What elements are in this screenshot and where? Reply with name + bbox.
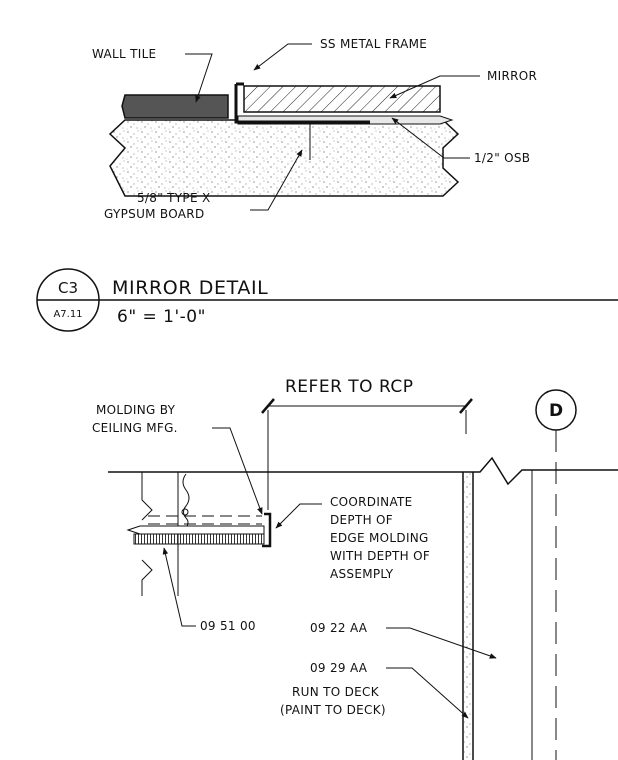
mirror-detail-section: WALL TILE SS METAL FRAME MIRROR 1/2" OSB… <box>92 37 537 221</box>
label-run-line1: RUN TO DECK <box>292 685 380 699</box>
ss-metal-frame <box>234 84 370 124</box>
sheet-number: A7.11 <box>53 309 82 320</box>
label-coordinate-line4: WITH DEPTH OF <box>330 549 430 563</box>
dim-tick-right <box>459 398 473 414</box>
label-run-line2: (PAINT TO DECK) <box>280 703 386 717</box>
label-osb: 1/2" OSB <box>474 151 530 165</box>
label-09-29-aa: 09 29 AA <box>310 661 368 675</box>
coordinate-leader <box>275 503 322 529</box>
label-wall-tile: WALL TILE <box>92 47 156 61</box>
grid-label: D <box>549 401 563 421</box>
label-09-51-00: 09 51 00 <box>200 619 256 633</box>
dim-tick-left <box>261 398 275 414</box>
ref-09-29-aa-leader <box>386 667 469 719</box>
wall-board <box>464 472 472 760</box>
label-coordinate-line3: EDGE MOLDING <box>330 531 429 545</box>
label-gypsum-line2: GYPSUM BOARD <box>104 207 204 221</box>
hanger-wire <box>182 473 190 529</box>
mirror-glass <box>243 85 441 113</box>
molding-leader <box>212 427 263 515</box>
ref-09-22-aa-leader <box>386 627 497 659</box>
label-coordinate-line1: COORDINATE <box>330 495 413 509</box>
left-structure-edge <box>141 472 153 521</box>
label-molding-line2: CEILING MFG. <box>92 421 178 435</box>
gypsum-leader <box>250 149 303 211</box>
label-09-22-aa: 09 22 AA <box>310 621 368 635</box>
ceiling-detail-section: D REFER TO RCP MOLDING BY CEILING MFG. <box>92 377 618 760</box>
ss-frame-leader <box>253 43 312 71</box>
deck-line <box>108 456 618 486</box>
left-structure-edge-lower <box>141 559 153 596</box>
detail-number: C3 <box>58 279 78 297</box>
osb-leader <box>391 117 470 159</box>
detail-scale: 6" = 1'-0" <box>117 307 206 327</box>
detail-title: MIRROR DETAIL <box>112 277 268 299</box>
label-ss-metal-frame: SS METAL FRAME <box>320 37 427 51</box>
mirror-leader <box>389 75 480 99</box>
detail-title-block: C3 A7.11 MIRROR DETAIL 6" = 1'-0" <box>36 268 618 332</box>
ref-09-51-00-leader <box>162 547 196 627</box>
label-mirror: MIRROR <box>487 69 537 83</box>
ceiling-panel <box>126 525 265 535</box>
wall-tile <box>121 94 229 119</box>
wall-tile-leader <box>185 53 213 103</box>
label-molding-line1: MOLDING BY <box>96 403 176 417</box>
label-gypsum-line1: 5/8" TYPE X <box>137 191 210 205</box>
ceiling-panel-face <box>133 533 265 545</box>
gypsum-board <box>108 119 460 197</box>
label-coordinate-line2: DEPTH OF <box>330 513 393 527</box>
edge-molding <box>262 512 272 548</box>
hanger-loop <box>181 508 189 516</box>
dimension-label: REFER TO RCP <box>285 377 414 397</box>
label-coordinate-line5: ASSEMPLY <box>330 567 394 581</box>
